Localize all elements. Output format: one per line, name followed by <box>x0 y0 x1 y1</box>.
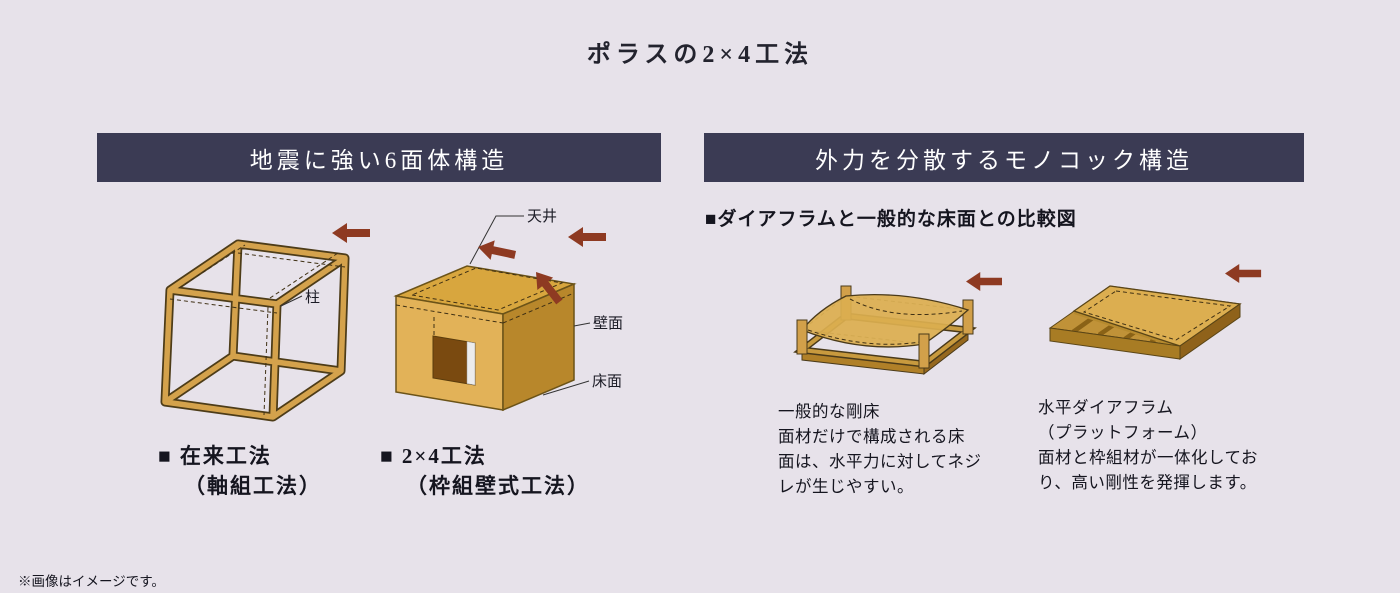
section-header-monocoque-label: 外力を分散するモノコック構造 <box>815 147 1193 173</box>
force-arrow-icon <box>966 272 1002 292</box>
caption-line: 面材と枠組材が一体化してお <box>1038 448 1259 468</box>
caption-diaphragm: 水平ダイアフラム （プラットフォーム） 面材と枠組材が一体化してお り、高い剛性… <box>1038 395 1298 495</box>
two-by-four-box-diagram: 天井 壁面 床面 <box>393 208 623 412</box>
cube-frame <box>160 239 350 422</box>
image-disclaimer: ※画像はイメージです。 <box>18 574 165 589</box>
pillar-callout: 柱 <box>280 289 320 307</box>
force-arrow-icon <box>1225 264 1262 283</box>
caption-line: レが生じやすい。 <box>778 477 914 497</box>
caption-two-by-four-title: ■ 2×4工法 <box>380 444 487 468</box>
section-header-hexahedron: 地震に強い6面体構造 <box>97 133 661 182</box>
caption-line: 水平ダイアフラム <box>1038 398 1174 417</box>
force-arrow-icon <box>568 227 606 247</box>
caption-two-by-four: ■ 2×4工法 （枠組壁式工法） <box>380 441 590 502</box>
bottom-strip <box>0 593 1400 600</box>
force-arrow-icon <box>536 272 563 305</box>
page-title: ポラスの2×4工法 <box>586 42 814 68</box>
frame-side <box>1179 303 1241 360</box>
conventional-frame-diagram: 柱 <box>160 223 370 422</box>
floor-label: 床面 <box>592 373 622 390</box>
caption-line: 面は、水平力に対してネジ <box>778 452 982 472</box>
caption-line: り、高い剛性を発揮します。 <box>1038 473 1257 493</box>
box-solid <box>393 265 577 412</box>
force-arrow-icon <box>332 223 370 243</box>
front-posts <box>796 319 930 369</box>
caption-rigid-floor: 一般的な剛床 面材だけで構成される床 面は、水平力に対してネジ レが生じやすい。 <box>778 399 1018 499</box>
ceiling-label: 天井 <box>527 208 557 225</box>
caption-line: 一般的な剛床 <box>778 402 880 421</box>
force-arrow-icon <box>478 240 517 260</box>
diaphragm-floor-diagram <box>1048 264 1262 360</box>
section-header-monocoque: 外力を分散するモノコック構造 <box>704 133 1304 182</box>
section-header-hexahedron-label: 地震に強い6面体構造 <box>249 147 509 173</box>
comparison-subtitle: ■ダイアフラムと一般的な床面との比較図 <box>705 209 1077 230</box>
wall-callout: 壁面 <box>573 315 623 332</box>
panel-edge <box>1074 311 1180 349</box>
caption-line: （プラットフォーム） <box>1038 423 1208 443</box>
rigid-floor-diagram <box>793 272 1002 376</box>
warped-sheet <box>800 293 970 348</box>
caption-two-by-four-sub: （枠組壁式工法） <box>406 474 590 499</box>
pillar-label: 柱 <box>305 289 320 306</box>
caption-conventional: ■ 在来工法 （軸組工法） <box>158 441 322 502</box>
floor-callout: 床面 <box>542 373 622 396</box>
wall-label: 壁面 <box>593 315 623 332</box>
caption-conventional-sub: （軸組工法） <box>184 474 322 499</box>
caption-line: 面材だけで構成される床 <box>778 427 965 447</box>
ceiling-callout: 天井 <box>469 208 557 265</box>
caption-conventional-title: ■ 在来工法 <box>158 444 272 468</box>
